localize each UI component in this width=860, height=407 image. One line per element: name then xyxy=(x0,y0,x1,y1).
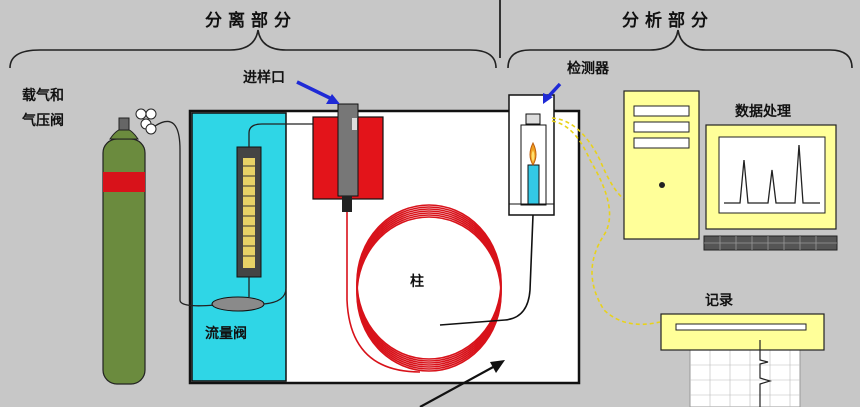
column-exit-line xyxy=(439,214,534,326)
separation-brace xyxy=(9,29,497,69)
analysis-brace xyxy=(507,29,853,69)
detector-label: 检测器 xyxy=(567,61,609,77)
flow-valve-label: 流量阀 xyxy=(205,326,247,342)
injector-port xyxy=(337,103,359,197)
bottom-arrow xyxy=(419,365,496,407)
detector-arrow xyxy=(546,82,562,99)
data-processing-label: 数据处理 xyxy=(735,104,791,120)
detector xyxy=(508,94,555,216)
recorder xyxy=(660,313,825,407)
injector-label: 进样口 xyxy=(243,70,285,86)
signal-cable-recorder xyxy=(551,120,661,326)
chromatogram-screen xyxy=(724,144,820,204)
injector-arrow xyxy=(296,80,333,101)
monitor xyxy=(705,124,837,230)
carrier-gas-label-line1: 载气和 xyxy=(22,88,64,104)
gas-cylinder xyxy=(102,108,157,385)
column-label: 柱 xyxy=(410,274,424,290)
carrier-gas-label-line2: 气压阀 xyxy=(22,113,64,129)
flow-to-injector-line xyxy=(248,123,330,147)
signal-cable-computer xyxy=(551,117,626,201)
gas-line xyxy=(154,120,216,307)
recorder-label: 记录 xyxy=(705,293,733,309)
separation-section-title: 分离部分 xyxy=(205,11,297,31)
recorder-trace xyxy=(759,340,773,407)
column-coil xyxy=(346,204,502,373)
computer-tower xyxy=(623,90,700,240)
analysis-section-title: 分析部分 xyxy=(622,11,714,31)
rotameter xyxy=(236,146,262,278)
flow-valve-knob xyxy=(211,296,265,312)
